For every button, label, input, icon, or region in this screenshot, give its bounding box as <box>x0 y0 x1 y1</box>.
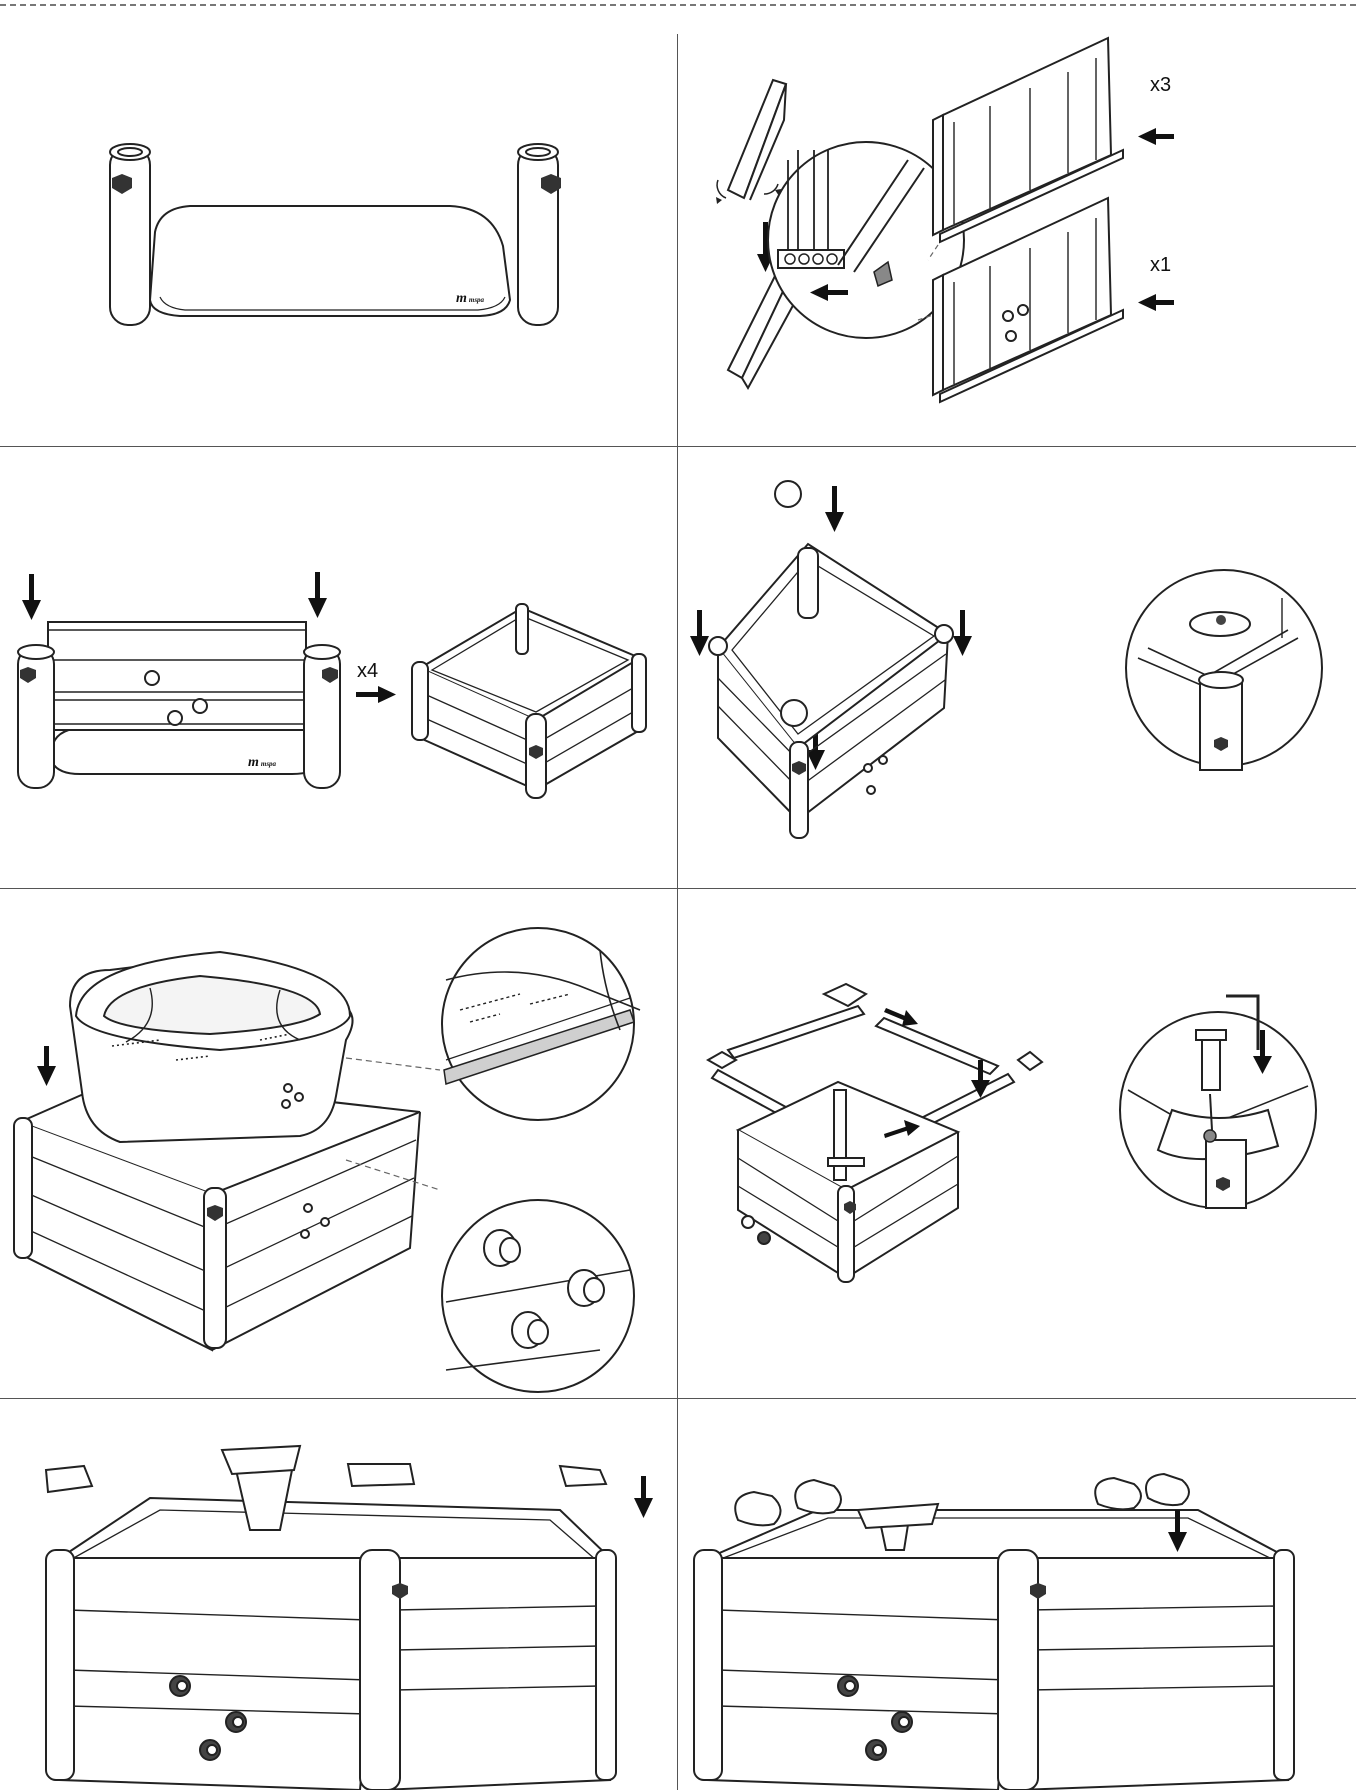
down-arrow-icon <box>806 724 825 770</box>
top-rails-assembly <box>705 982 1044 1283</box>
panel-joint-detail-circle <box>767 141 965 339</box>
left-arrow-icon <box>1138 128 1174 145</box>
down-arrow-icon <box>634 1476 653 1518</box>
spa-liner-sheet <box>148 205 512 317</box>
badge-icon <box>1214 737 1228 751</box>
wall-panel-top <box>932 36 1124 244</box>
wall-panel-bottom <box>932 196 1124 404</box>
liner-edge-detail-circle <box>441 927 641 1121</box>
left-arrow-icon <box>1138 294 1174 311</box>
hose-fittings <box>741 1215 771 1245</box>
spa-frame-with-covers <box>693 1472 1295 1790</box>
row-divider-3 <box>0 1398 1356 1399</box>
step-6-panel <box>678 890 1356 1398</box>
badge-icon <box>392 1583 408 1599</box>
spa-frame-with-caps <box>44 1444 617 1790</box>
badge-icon <box>322 667 338 683</box>
column-divider <box>677 34 678 1790</box>
right-post <box>517 146 559 326</box>
frame-bottom-count: x1 <box>1150 254 1172 276</box>
top-dashed-border <box>0 4 1356 6</box>
row-divider-2 <box>0 888 1356 889</box>
step-7-panel <box>0 1400 676 1790</box>
badge-icon <box>20 667 36 683</box>
badge-icon <box>1030 1583 1046 1599</box>
right-arrow-icon <box>884 1008 918 1026</box>
row-divider-1 <box>0 446 1356 447</box>
frame-top-count: x3 <box>1150 74 1172 96</box>
badge-icon <box>541 174 561 194</box>
down-arrow-icon <box>971 1060 990 1098</box>
corner-clip-detail-circle <box>1125 569 1323 771</box>
assemble-repeat-count: x4 <box>357 660 379 682</box>
step-8-panel <box>678 1400 1356 1790</box>
panel-between-posts <box>17 621 341 789</box>
down-arrow-icon <box>690 610 709 656</box>
rotate-icon <box>716 197 722 204</box>
down-arrow-icon <box>1168 1510 1187 1552</box>
left-arrow-icon <box>810 284 848 301</box>
screw-detail-circle <box>1119 994 1317 1209</box>
step-5-panel <box>0 890 676 1398</box>
assembled-square-frame <box>411 603 647 799</box>
vent-markings <box>111 1033 291 1061</box>
down-arrow-icon <box>308 572 327 618</box>
left-post <box>109 146 151 326</box>
frame-with-corner-clips <box>708 480 954 839</box>
fitting-detail-circle <box>441 1199 635 1393</box>
step-2-panel: x3 x1 <box>678 10 1356 446</box>
down-arrow-icon <box>825 486 844 532</box>
down-arrow-icon <box>953 610 972 656</box>
badge-icon <box>207 1205 223 1221</box>
right-arrow-icon <box>884 1120 920 1138</box>
badge-icon <box>792 761 806 775</box>
badge-icon <box>1216 1177 1230 1191</box>
down-arrow-icon <box>1253 1030 1272 1074</box>
corner-profile-flat <box>726 258 798 391</box>
corner-profile-rotate <box>716 78 788 201</box>
badge-icon <box>112 174 132 194</box>
inflatable-spa-liner <box>68 950 354 1144</box>
down-arrow-icon <box>37 1046 56 1086</box>
down-arrow-icon <box>22 574 41 620</box>
badge-icon <box>529 745 543 759</box>
badge-icon <box>844 1201 856 1214</box>
right-arrow-icon <box>356 686 396 703</box>
step-4-panel <box>678 448 1356 888</box>
